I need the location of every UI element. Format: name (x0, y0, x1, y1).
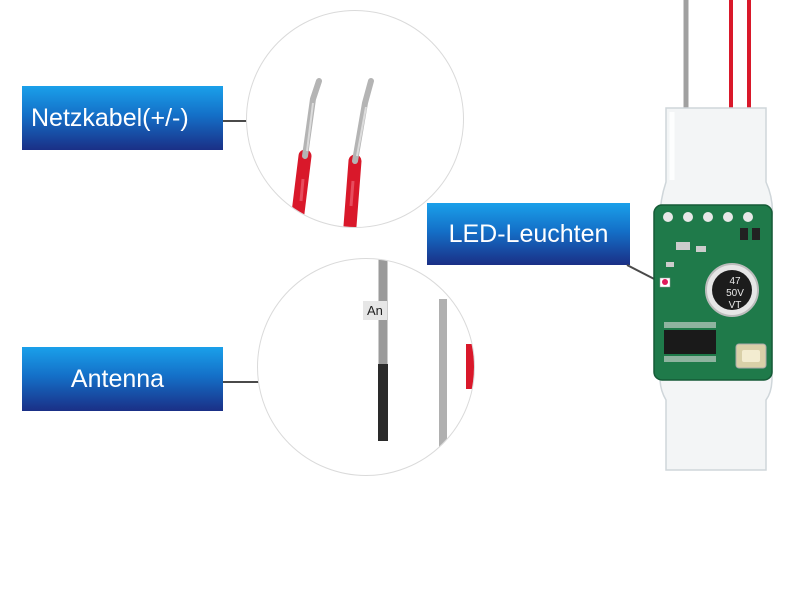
power-cable-label-text: Netzkabel(+/-) (31, 103, 189, 132)
antenna-label-text: Antenna (70, 364, 165, 393)
capacitor-text-3: VT (729, 300, 742, 311)
power-wires-zoom (246, 10, 464, 228)
capacitor-text-2: 50V (726, 288, 744, 299)
led-label: LED-Leuchten (427, 203, 630, 265)
antenna-wire-tag: An (363, 301, 387, 320)
power-cable-label: Netzkabel(+/-) (22, 86, 223, 150)
antenna-connector-line (223, 381, 267, 383)
antenna-label: Antenna (22, 347, 223, 411)
antenna-zoom: An (257, 258, 475, 476)
power-wires-illustration (290, 78, 374, 227)
capacitor-text-1: 47 (729, 276, 741, 287)
led-label-text: LED-Leuchten (448, 219, 609, 248)
